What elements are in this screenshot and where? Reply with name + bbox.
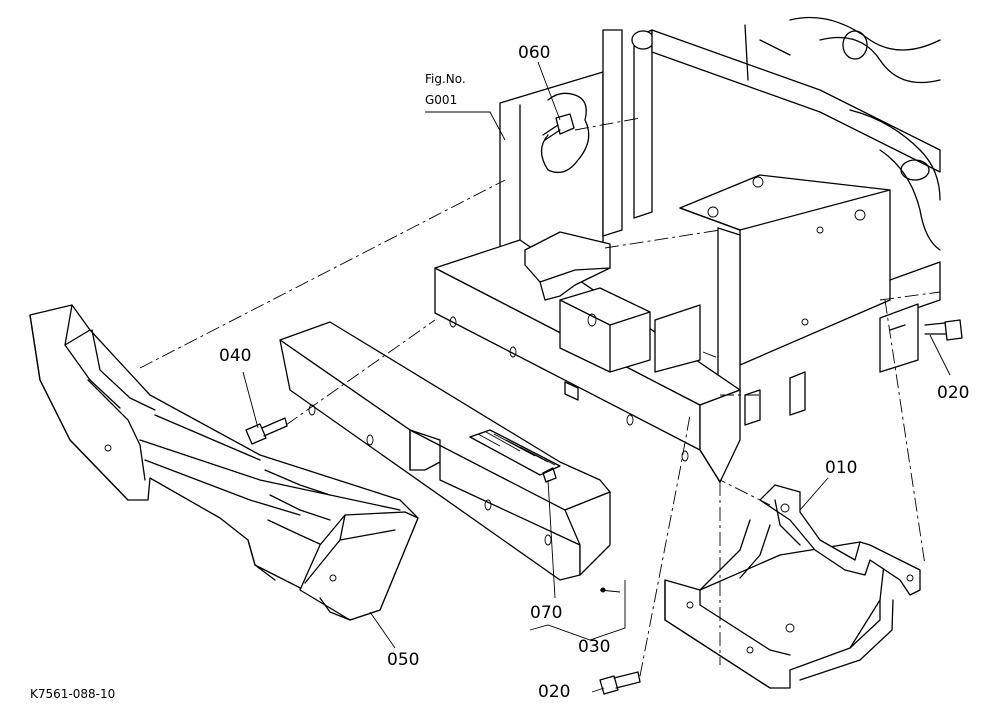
fig-ref-line2: G001 [425, 93, 457, 107]
bolt-020-right [924, 319, 963, 341]
callout-010: 010 [825, 458, 857, 478]
callout-020-right: 020 [937, 383, 969, 403]
bolt-040 [245, 417, 288, 445]
assembly-lines [139, 117, 941, 677]
callout-030: 030 [578, 637, 610, 657]
callout-050: 050 [387, 650, 419, 670]
front-weight-bracket-030 [279, 321, 611, 581]
bolt-020-bottom [599, 671, 641, 695]
lower-bracket-010 [664, 484, 921, 689]
front-frame-beam [434, 231, 806, 483]
chassis-frame [499, 16, 941, 393]
callout-020-bottom: 020 [538, 682, 570, 702]
drawing-number: K7561-088-10 [30, 687, 115, 701]
front-bumper-050 [29, 304, 419, 621]
bolt-060 [540, 92, 590, 174]
callout-040: 040 [219, 346, 251, 366]
leader-lines [242, 61, 951, 693]
callout-060: 060 [518, 43, 550, 63]
callout-070: 070 [530, 603, 562, 623]
fig-ref-line1: Fig.No. [425, 72, 466, 86]
